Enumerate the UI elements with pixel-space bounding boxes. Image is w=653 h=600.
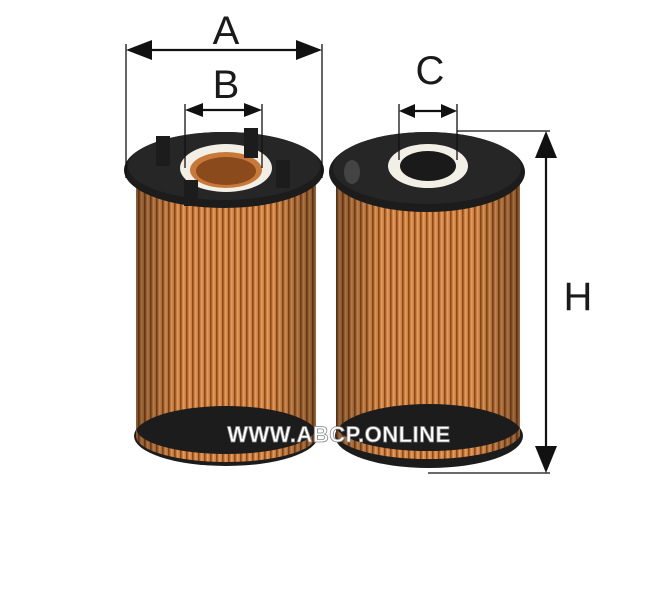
label-h: H <box>564 275 593 319</box>
right-filter <box>329 132 525 468</box>
left-filter <box>124 128 324 466</box>
left-clip-2 <box>244 128 258 158</box>
left-clip-3 <box>276 160 290 188</box>
dimension-c: C <box>398 49 458 160</box>
left-clip-1 <box>156 136 170 166</box>
dimension-h: H <box>428 130 593 474</box>
label-b: B <box>213 63 240 107</box>
label-a: A <box>213 9 240 53</box>
watermark-text: WWW.ABCP.ONLINE <box>227 422 450 447</box>
dimension-b: B <box>184 63 263 168</box>
left-clip-4 <box>184 180 198 206</box>
dimension-a: A <box>125 9 323 178</box>
label-c: C <box>416 49 445 93</box>
